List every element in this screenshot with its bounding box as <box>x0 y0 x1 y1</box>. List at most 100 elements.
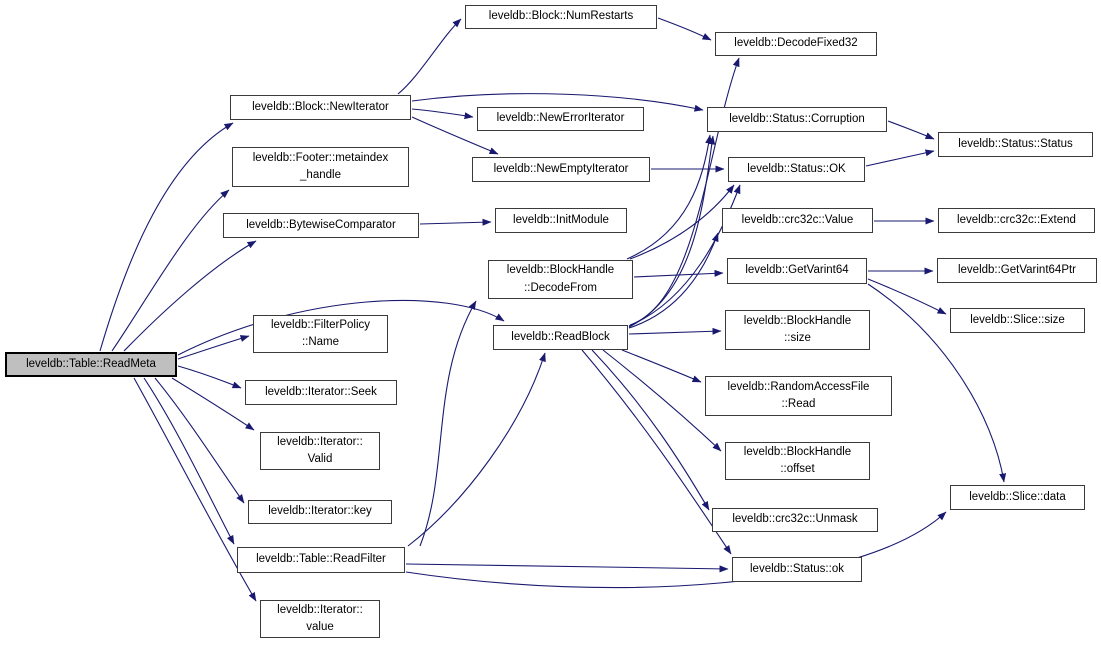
edge-new-iterator-new-empty-iterator <box>411 116 499 155</box>
graph-node-label: leveldb::Slice::size <box>970 313 1065 326</box>
graph-node-blockhandle-size[interactable]: leveldb::BlockHandle::size <box>725 310 870 350</box>
edge-read-block-status-ok-lower <box>581 349 732 555</box>
graph-node-label: leveldb::crc32c::Unmask <box>732 513 858 526</box>
edge-read-meta-iterator-key <box>154 377 245 504</box>
graph-node-iterator-valid[interactable]: leveldb::Iterator::Valid <box>260 432 380 470</box>
edge-num-restarts-decode-fixed32 <box>657 17 712 41</box>
graph-node-filterpolicy-name[interactable]: leveldb::FilterPolicy::Name <box>253 315 388 353</box>
graph-node-status-ok-lower[interactable]: leveldb::Status::ok <box>732 557 862 582</box>
edge-read-filter-decode-from <box>419 300 477 547</box>
edge-get-varint64-slice-data <box>867 283 1007 483</box>
graph-node-crc32c-extend[interactable]: leveldb::crc32c::Extend <box>938 208 1095 233</box>
graph-node-new-iterator[interactable]: leveldb::Block::NewIterator <box>230 95 411 120</box>
graph-node-label: leveldb::NewErrorIterator <box>496 112 625 125</box>
edge-status-ok-upper-status-status <box>865 149 935 167</box>
graph-node-label: ::offset <box>780 463 815 475</box>
edge-read-filter-status-ok-lower <box>405 563 729 573</box>
graph-node-label: ::DecodeFrom <box>524 281 597 294</box>
edge-read-meta-read-block <box>177 299 505 356</box>
edge-read-filter-slice-data <box>405 511 947 589</box>
graph-node-label: leveldb::DecodeFixed32 <box>734 37 858 50</box>
edge-bytewise-comparator-init-module <box>419 218 492 226</box>
graph-node-label: leveldb::Status::OK <box>747 162 846 175</box>
graph-node-read-block[interactable]: leveldb::ReadBlock <box>493 325 628 350</box>
graph-node-label: ::Name <box>301 336 340 348</box>
graph-node-crc32c-unmask[interactable]: leveldb::crc32c::Unmask <box>712 508 878 532</box>
graph-node-raf-read[interactable]: leveldb::RandomAccessFile::Read <box>705 376 892 416</box>
edge-read-block-status-ok-upper <box>628 184 741 327</box>
graph-node-label: leveldb::Status::Corruption <box>729 112 865 125</box>
graph-node-label: leveldb::crc32c::Extend <box>957 213 1076 226</box>
edge-new-iterator-num-restarts <box>397 18 462 95</box>
graph-node-slice-data[interactable]: leveldb::Slice::data <box>950 485 1085 510</box>
graph-node-label: leveldb::Block::NumRestarts <box>488 10 634 23</box>
graph-node-label: _handle <box>300 169 341 181</box>
graph-node-label: leveldb::BytewiseComparator <box>246 218 396 231</box>
edge-status-corruption-status-status <box>887 120 935 140</box>
edge-read-block-crc32c-value <box>628 232 719 329</box>
edge-new-iterator-new-error-iterator <box>411 108 474 120</box>
graph-node-label: leveldb::Iterator:: <box>277 603 363 616</box>
graph-node-iterator-key[interactable]: leveldb::Iterator::key <box>248 500 392 524</box>
edge-read-meta-bytewise-comparator <box>123 240 257 352</box>
graph-node-label: leveldb::Footer::metaindex <box>252 151 389 164</box>
graph-node-label: leveldb::Iterator::Seek <box>265 385 377 398</box>
graph-node-get-varint64-ptr[interactable]: leveldb::GetVarint64Ptr <box>937 258 1097 283</box>
edge-read-block-blockhandle-size <box>628 327 722 335</box>
edge-read-meta-iterator-valid <box>171 377 255 431</box>
edge-read-block-blockhandle-offset <box>602 349 722 452</box>
graph-node-slice-size[interactable]: leveldb::Slice::size <box>950 308 1085 333</box>
graph-node-label: leveldb::RandomAccessFile <box>727 380 870 393</box>
edge-read-meta-read-filter <box>143 377 235 545</box>
graph-node-blockhandle-offset[interactable]: leveldb::BlockHandle::offset <box>725 442 870 480</box>
edge-get-varint64-slice-size <box>867 278 947 315</box>
graph-node-label: leveldb::InitModule <box>513 213 609 226</box>
graph-node-label: leveldb::Status::ok <box>750 562 844 575</box>
edge-new-iterator-status-corruption <box>411 93 704 112</box>
graph-node-label: value <box>306 621 334 633</box>
graph-node-label: leveldb::GetVarint64Ptr <box>957 263 1077 276</box>
edge-read-block-status-corruption <box>628 135 716 328</box>
graph-node-label: leveldb::GetVarint64 <box>745 264 849 277</box>
graph-node-label: leveldb::FilterPolicy <box>270 318 371 331</box>
graph-node-status-status[interactable]: leveldb::Status::Status <box>938 132 1093 157</box>
graph-node-iterator-value[interactable]: leveldb::Iterator::value <box>260 600 380 638</box>
graph-node-new-error-iterator[interactable]: leveldb::NewErrorIterator <box>477 107 644 131</box>
graph-node-new-empty-iterator[interactable]: leveldb::NewEmptyIterator <box>472 157 650 182</box>
graph-node-bytewise-comparator[interactable]: leveldb::BytewiseComparator <box>223 213 419 238</box>
graph-node-get-varint64[interactable]: leveldb::GetVarint64 <box>727 258 867 284</box>
graph-node-status-ok-upper[interactable]: leveldb::Status::OK <box>728 157 865 182</box>
graph-node-label: leveldb::Slice::data <box>969 490 1066 503</box>
graph-node-num-restarts[interactable]: leveldb::Block::NumRestarts <box>465 5 657 29</box>
edge-read-meta-iterator-seek <box>177 365 242 389</box>
graph-node-label: leveldb::BlockHandle <box>743 314 852 327</box>
edge-read-meta-new-iterator <box>99 122 234 352</box>
graph-node-label: leveldb::crc32c::Value <box>741 213 854 226</box>
graph-node-read-meta[interactable]: leveldb::Table::ReadMeta <box>5 352 177 377</box>
graph-node-crc32c-value[interactable]: leveldb::crc32c::Value <box>722 208 873 233</box>
graph-node-label: leveldb::Iterator::key <box>268 505 372 518</box>
graph-node-label: leveldb::NewEmptyIterator <box>493 162 629 175</box>
edge-decode-from-status-corruption <box>626 134 713 260</box>
graph-node-read-filter[interactable]: leveldb::Table::ReadFilter <box>237 547 405 573</box>
graph-node-label: leveldb::Iterator:: <box>277 435 363 448</box>
graph-node-label: Valid <box>307 453 333 465</box>
edge-read-filter-read-block <box>407 352 546 547</box>
graph-node-label: leveldb::Table::ReadFilter <box>256 553 386 566</box>
graph-node-label: ::size <box>784 332 811 344</box>
edge-decode-from-get-varint64 <box>633 269 724 278</box>
graph-node-iterator-seek[interactable]: leveldb::Iterator::Seek <box>245 380 397 405</box>
graph-node-init-module[interactable]: leveldb::InitModule <box>495 208 627 233</box>
edge-decode-from-status-ok-upper <box>629 184 735 260</box>
graph-node-status-corruption[interactable]: leveldb::Status::Corruption <box>707 107 887 132</box>
graph-node-decode-fixed32[interactable]: leveldb::DecodeFixed32 <box>715 32 877 56</box>
graph-node-metaindex-handle[interactable]: leveldb::Footer::metaindex_handle <box>232 147 409 187</box>
edge-read-block-raf-read <box>621 349 702 383</box>
graph-node-decode-from[interactable]: leveldb::BlockHandle::DecodeFrom <box>488 260 633 299</box>
graph-node-label: leveldb::BlockHandle <box>743 445 852 458</box>
graph-node-label: ::Read <box>781 398 816 410</box>
graph-node-label: leveldb::Table::ReadMeta <box>26 357 156 370</box>
edge-read-meta-filterpolicy-name <box>177 335 250 360</box>
